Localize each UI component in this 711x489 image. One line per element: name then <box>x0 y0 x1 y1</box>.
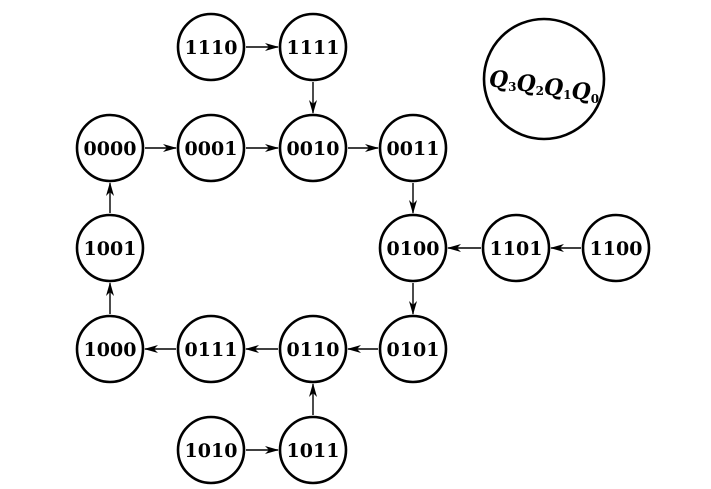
state-label: 1110 <box>185 37 238 59</box>
state-node-0110: 0110 <box>278 314 348 384</box>
legend-variable: Q <box>572 79 591 105</box>
state-label: 0011 <box>387 138 440 160</box>
state-node-0001: 0001 <box>176 113 246 183</box>
state-circle <box>75 314 145 384</box>
state-node-1100: 1100 <box>581 213 651 283</box>
legend-variable: Q <box>489 67 508 93</box>
state-node-0100: 0100 <box>378 213 448 283</box>
state-label: 0111 <box>185 339 238 361</box>
state-label: 1000 <box>84 339 137 361</box>
state-circle <box>481 213 551 283</box>
state-node-1110: 1110 <box>176 12 246 82</box>
state-node-1000: 1000 <box>75 314 145 384</box>
state-label: 1100 <box>590 238 643 260</box>
state-node-1101: 1101 <box>481 213 551 283</box>
state-label: 0001 <box>185 138 238 160</box>
state-circle <box>378 213 448 283</box>
state-circle <box>75 113 145 183</box>
state-node-1011: 1011 <box>278 415 348 485</box>
state-circle <box>176 12 246 82</box>
legend-label: Q3Q2Q1Q0 <box>489 67 599 106</box>
state-node-1010: 1010 <box>176 415 246 485</box>
legend-variable: Q <box>544 75 563 101</box>
state-circle <box>278 12 348 82</box>
state-circle <box>75 213 145 283</box>
legend-subscript: 3 <box>508 80 516 94</box>
state-label: 1011 <box>287 440 340 462</box>
legend-subscript: 1 <box>563 88 571 102</box>
state-circle <box>176 113 246 183</box>
state-circle <box>378 314 448 384</box>
state-label: 1101 <box>490 238 543 260</box>
state-circle <box>176 415 246 485</box>
legend-circle <box>482 17 606 141</box>
state-node-0000: 0000 <box>75 113 145 183</box>
state-label: 1111 <box>287 37 340 59</box>
state-label: 0000 <box>84 138 137 160</box>
state-circle <box>278 113 348 183</box>
state-label: 0010 <box>287 138 340 160</box>
legend-subscript: 2 <box>536 84 544 98</box>
legend: Q3Q2Q1Q0 <box>482 17 606 141</box>
state-node-1111: 1111 <box>278 12 348 82</box>
state-circle <box>581 213 651 283</box>
state-node-0111: 0111 <box>176 314 246 384</box>
state-label: 1001 <box>84 238 137 260</box>
state-label: 0101 <box>387 339 440 361</box>
state-circle <box>278 314 348 384</box>
legend-variable: Q <box>516 71 535 97</box>
state-node-0011: 0011 <box>378 113 448 183</box>
transitions-layer <box>106 43 581 454</box>
state-label: 1010 <box>185 440 238 462</box>
state-node-0010: 0010 <box>278 113 348 183</box>
state-circle <box>378 113 448 183</box>
legend-subscript: 0 <box>591 92 599 106</box>
state-circle <box>278 415 348 485</box>
state-node-0101: 0101 <box>378 314 448 384</box>
state-label: 0100 <box>387 238 440 260</box>
state-label: 0110 <box>287 339 340 361</box>
state-node-1001: 1001 <box>75 213 145 283</box>
state-circle <box>176 314 246 384</box>
